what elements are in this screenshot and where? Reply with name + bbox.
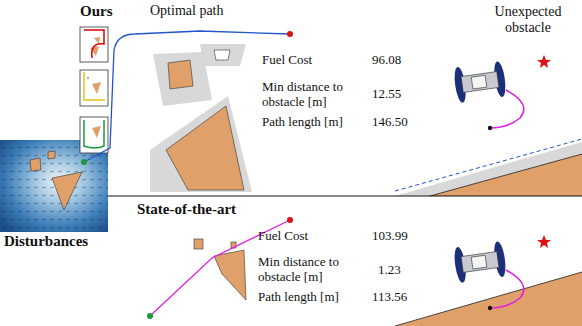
section-heading: Ours xyxy=(80,3,113,20)
metric-value: 96.08 xyxy=(372,53,401,68)
metric-value: 1.23 xyxy=(378,263,401,278)
metric-value: 12.55 xyxy=(372,87,401,102)
metric-name: Fuel Cost xyxy=(258,229,308,244)
metric-name: Min distance to obstacle [m] xyxy=(262,80,358,110)
metric-name: Path length [m] xyxy=(262,115,343,130)
metric-value: 103.99 xyxy=(372,229,408,244)
panel-title: Optimal path xyxy=(150,3,224,19)
metric-value: 146.50 xyxy=(372,115,408,130)
metric-name: Fuel Cost xyxy=(262,53,312,68)
metric-name: Min distance to obstacle [m] xyxy=(258,255,354,285)
metric-value: 113.56 xyxy=(372,290,407,305)
section-heading: State-of-the-art xyxy=(137,201,236,218)
metric-name: Path length [m] xyxy=(258,290,339,305)
annotation: Unexpected obstacle xyxy=(486,4,570,36)
section-heading: Disturbances xyxy=(4,233,88,250)
